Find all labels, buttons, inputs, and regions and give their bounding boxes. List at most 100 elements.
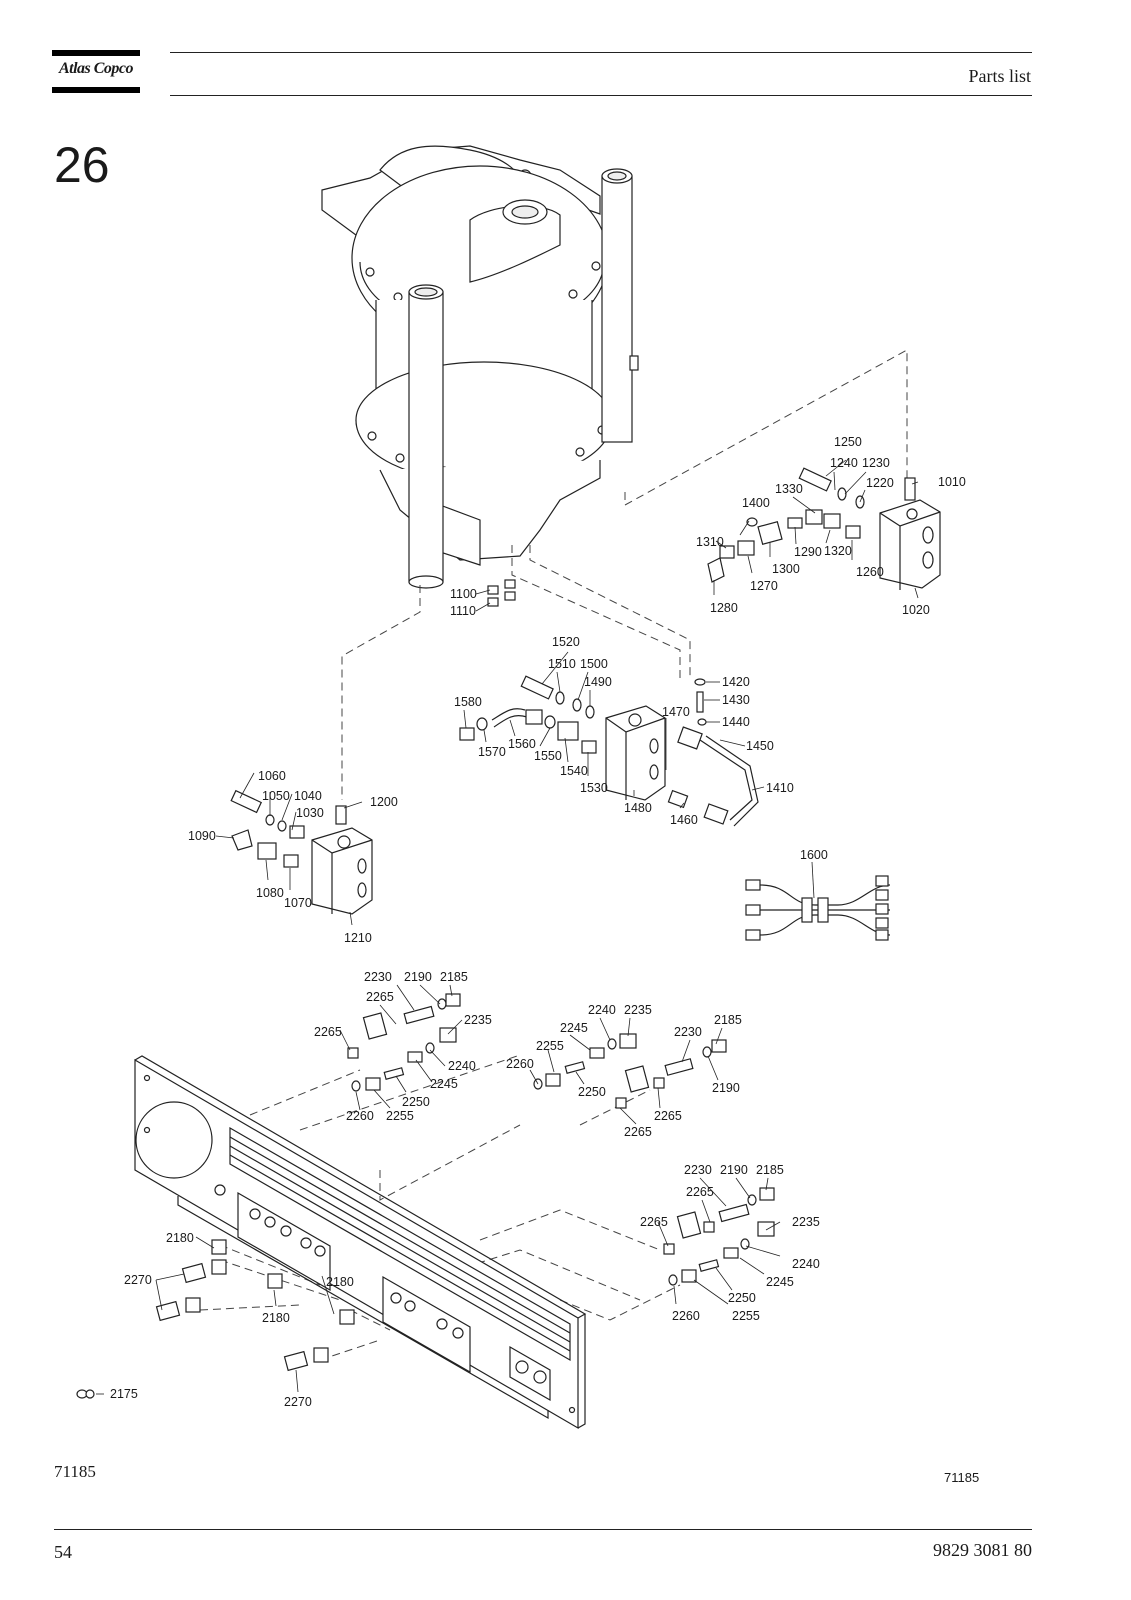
callout: 1430 <box>722 693 750 707</box>
callout: 2235 <box>792 1215 820 1229</box>
callout: 2265 <box>654 1109 682 1123</box>
callout: 1400 <box>742 496 770 510</box>
section-number: 26 <box>54 137 110 193</box>
callout: 1060 <box>258 769 286 783</box>
callout: 1600 <box>800 848 828 862</box>
callout: 2270 <box>124 1273 152 1287</box>
callout-labels: 1010 1020 1030 1040 1050 1060 1070 1080 … <box>110 435 966 1409</box>
callout: 1540 <box>560 764 588 778</box>
callout: 2260 <box>672 1309 700 1323</box>
callout: 2185 <box>440 970 468 984</box>
header-rule-bottom <box>170 95 1032 96</box>
callout: 2255 <box>536 1039 564 1053</box>
callout: 2265 <box>686 1185 714 1199</box>
callout: 1450 <box>746 739 774 753</box>
callout: 1020 <box>902 603 930 617</box>
document-number: 9829 3081 80 <box>933 1540 1032 1560</box>
callout: 2260 <box>346 1109 374 1123</box>
page-number: 54 <box>54 1542 72 1562</box>
callout: 1500 <box>580 657 608 671</box>
callout: 1260 <box>856 565 884 579</box>
callout: 1520 <box>552 635 580 649</box>
callout: 2245 <box>766 1275 794 1289</box>
callout: 2245 <box>560 1021 588 1035</box>
callout: 1470 <box>662 705 690 719</box>
footer-rule <box>54 1529 1032 1530</box>
callout: 2265 <box>624 1125 652 1139</box>
callout: 1010 <box>938 475 966 489</box>
callout: 2235 <box>464 1013 492 1027</box>
callout: 1030 <box>296 806 324 820</box>
compressor-element-illustration <box>321 145 639 589</box>
front-panel-illustration <box>134 1055 587 1430</box>
figure-reference-left: 71185 <box>54 1462 96 1481</box>
callout: 2265 <box>366 990 394 1004</box>
figure-reference-right: 71185 <box>944 1470 980 1485</box>
callout: 2230 <box>684 1163 712 1177</box>
callout: 1050 <box>262 789 290 803</box>
callout: 1300 <box>772 562 800 576</box>
callout: 1420 <box>722 675 750 689</box>
callout: 2240 <box>588 1003 616 1017</box>
callout: 1580 <box>454 695 482 709</box>
callout: 2250 <box>402 1095 430 1109</box>
assembly-dashed-lines <box>199 349 908 1361</box>
callout: 1410 <box>766 781 794 795</box>
callout: 1080 <box>256 886 284 900</box>
callout: 1490 <box>584 675 612 689</box>
header-title: Parts list <box>968 66 1031 86</box>
callout: 1070 <box>284 896 312 910</box>
callout: 2270 <box>284 1395 312 1409</box>
callout: 2190 <box>720 1163 748 1177</box>
callout: 1530 <box>580 781 608 795</box>
callout: 1460 <box>670 813 698 827</box>
callout: 1320 <box>824 544 852 558</box>
callout: 2250 <box>728 1291 756 1305</box>
callout: 1230 <box>862 456 890 470</box>
callout: 2190 <box>404 970 432 984</box>
callout: 2265 <box>314 1025 342 1039</box>
callout: 1290 <box>794 545 822 559</box>
callout: 1480 <box>624 801 652 815</box>
callout: 1240 <box>830 456 858 470</box>
callout: 1330 <box>775 482 803 496</box>
callout: 2240 <box>792 1257 820 1271</box>
callout: 2265 <box>640 1215 668 1229</box>
callout: 2185 <box>714 1013 742 1027</box>
callout: 1510 <box>548 657 576 671</box>
callout: 1210 <box>344 931 372 945</box>
callout: 1110 <box>450 604 476 618</box>
callout: 2190 <box>712 1081 740 1095</box>
callout: 2240 <box>448 1059 476 1073</box>
callout: 2180 <box>166 1231 194 1245</box>
callout: 2245 <box>430 1077 458 1091</box>
callout: 2185 <box>756 1163 784 1177</box>
callout: 1440 <box>722 715 750 729</box>
callout: 2255 <box>386 1109 414 1123</box>
callout: 1310 <box>696 535 724 549</box>
callout: 2235 <box>624 1003 652 1017</box>
callout: 2260 <box>506 1057 534 1071</box>
callout: 2180 <box>326 1275 354 1289</box>
callout: 1550 <box>534 749 562 763</box>
logo-bar-top <box>52 50 140 56</box>
callout: 1100 <box>450 587 477 601</box>
callout: 2180 <box>262 1311 290 1325</box>
logo-bar-bottom <box>52 87 140 93</box>
callout: 1200 <box>370 795 398 809</box>
callout-leaders <box>96 459 919 1395</box>
callout: 1270 <box>750 579 778 593</box>
header-rule-top <box>170 52 1032 53</box>
callout: 1040 <box>294 789 322 803</box>
callout: 1090 <box>188 829 216 843</box>
callout: 2175 <box>110 1387 138 1401</box>
callout: 1250 <box>834 435 862 449</box>
fitting-illustrations <box>76 467 941 1399</box>
callout: 2230 <box>674 1025 702 1039</box>
atlas-copco-logo: Atlas Copco <box>52 50 140 94</box>
callout: 2255 <box>732 1309 760 1323</box>
callout: 2230 <box>364 970 392 984</box>
callout: 1560 <box>508 737 536 751</box>
logo-wordmark: Atlas Copco <box>58 60 134 77</box>
